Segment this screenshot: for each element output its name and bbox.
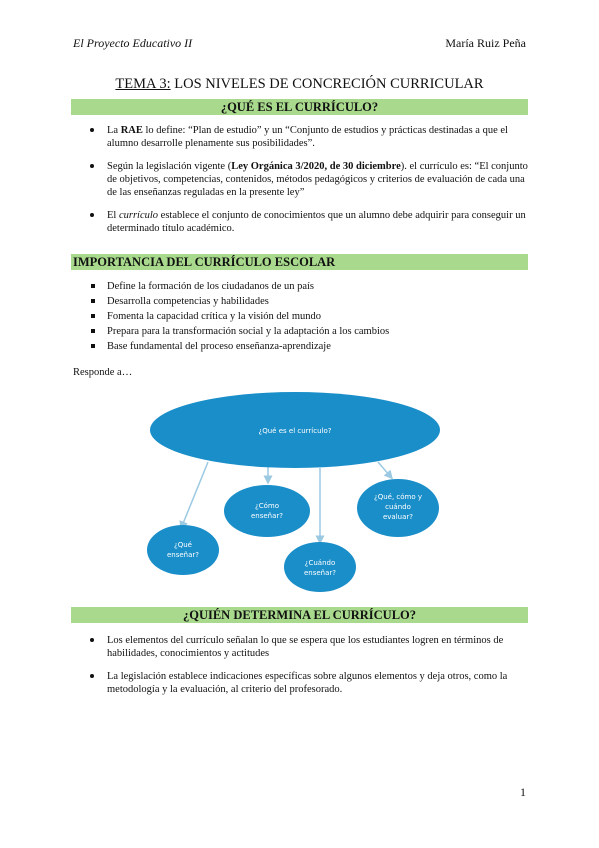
text-run: Según la legislación vigente ( xyxy=(107,161,232,172)
title-text: LOS NIVELES DE CONCRECIÓN CURRICULAR xyxy=(170,76,484,92)
arrow-to-que xyxy=(179,461,209,531)
diagram-label: cuándo xyxy=(385,503,411,511)
list-item: La RAE lo define: “Plan de estudio” y un… xyxy=(73,124,528,150)
text-italic: currículo xyxy=(118,210,159,221)
section-heading-que-es: ¿QUÉ ES EL CURRÍCULO? xyxy=(71,99,528,115)
diagram-node-como xyxy=(224,485,310,537)
respond-label: Responde a… xyxy=(73,367,133,378)
diagram-label: ¿Qué xyxy=(174,541,192,549)
diagram-center-node xyxy=(150,392,440,468)
section-heading-quien: ¿QUIÉN DETERMINA EL CURRÍCULO? xyxy=(71,607,528,623)
header-author: María Ruiz Peña xyxy=(445,36,526,50)
curriculum-diagram: ¿Qué es el currículo? ¿Cómo enseñar? ¿Qu… xyxy=(147,392,440,592)
page-number: 1 xyxy=(520,785,526,799)
list-item: Los elementos del currículo señalan lo q… xyxy=(73,634,528,660)
diagram-label: ¿Qué, cómo y xyxy=(374,493,422,501)
diagram-label: ¿Cuándo xyxy=(305,559,336,567)
list-item: Fomenta la capacidad crítica y la visión… xyxy=(73,309,528,324)
text-run: El xyxy=(107,210,119,221)
bullet-list-que-es: La RAE lo define: “Plan de estudio” y un… xyxy=(73,124,528,245)
list-item: El currículo establece el conjunto de co… xyxy=(73,209,528,235)
diagram-label: enseñar? xyxy=(251,512,283,520)
diagram-label: ¿Cómo xyxy=(255,502,279,510)
list-item: Define la formación de los ciudadanos de… xyxy=(73,279,528,294)
list-item: Según la legislación vigente (Ley Orgáni… xyxy=(73,160,528,199)
header-title: El Proyecto Educativo II xyxy=(73,36,193,50)
text-run: lo define: “Plan de estudio” y un “Conju… xyxy=(107,125,508,149)
bullet-list-quien: Los elementos del currículo señalan lo q… xyxy=(73,634,528,706)
text-run: La xyxy=(107,125,121,136)
list-item: Prepara para la transformación social y … xyxy=(73,324,528,339)
diagram-center-label: ¿Qué es el currículo? xyxy=(259,427,332,435)
bullet-list-importancia: Define la formación de los ciudadanos de… xyxy=(73,279,528,354)
title-number: TEMA 3: xyxy=(115,76,171,92)
list-item: La legislación establece indicaciones es… xyxy=(73,670,528,696)
diagram-node-que xyxy=(147,525,219,575)
diagram-label: enseñar? xyxy=(167,551,199,559)
section-heading-importancia: IMPORTANCIA DEL CURRÍCULO ESCOLAR xyxy=(71,254,528,270)
list-item: Base fundamental del proceso enseñanza-a… xyxy=(73,339,528,354)
page-title: TEMA 3: LOS NIVELES DE CONCRECIÓN CURRIC… xyxy=(0,76,599,93)
text-bold: Ley Orgánica 3/2020, de 30 diciembre xyxy=(231,161,401,172)
text-run: establece el conjunto de conocimientos q… xyxy=(107,210,526,234)
list-item: Desarrolla competencias y habilidades xyxy=(73,294,528,309)
diagram-label: enseñar? xyxy=(304,569,336,577)
diagram-label: evaluar? xyxy=(383,513,413,521)
text-bold: RAE xyxy=(120,125,143,136)
arrow-to-evaluar xyxy=(377,461,393,480)
diagram-node-evaluar xyxy=(357,479,439,537)
diagram-node-cuando xyxy=(284,542,356,592)
text-run: ). el currículo es: “El conjunto de obje… xyxy=(107,161,528,198)
